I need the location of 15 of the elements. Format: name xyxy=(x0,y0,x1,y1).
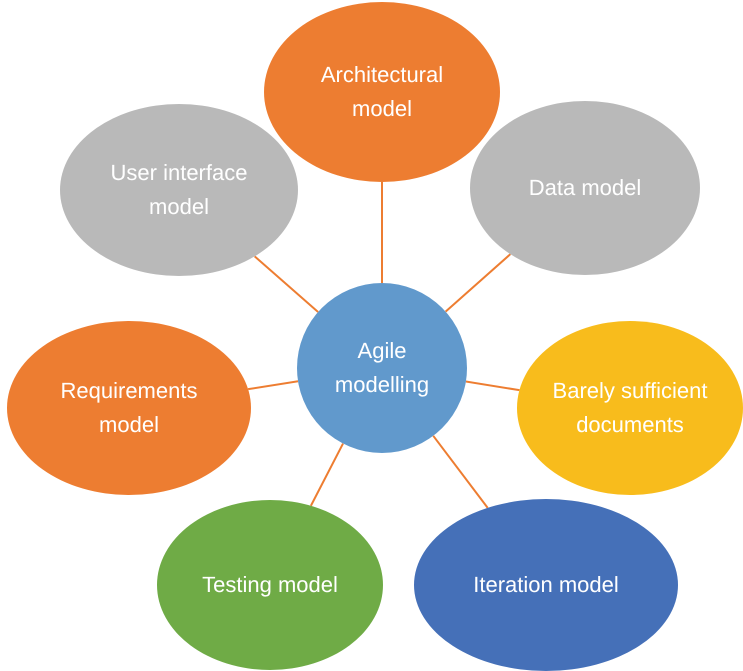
connector-line xyxy=(381,182,383,283)
connector-line xyxy=(254,256,319,313)
connector-line xyxy=(466,380,520,392)
node-label: Agile modelling xyxy=(334,336,430,399)
connector-line xyxy=(248,380,298,390)
node-label: Data model xyxy=(528,174,642,202)
connector-line xyxy=(432,435,488,508)
node-label: User interface model xyxy=(110,158,248,221)
node-label: Requirements model xyxy=(60,376,198,439)
node-label: Iteration model xyxy=(472,570,620,599)
node-label: Architectural model xyxy=(320,60,444,123)
node-label: Barely sufficient documents xyxy=(552,376,708,439)
node-label: Testing model xyxy=(201,570,339,599)
connector-line xyxy=(444,253,512,312)
connector-line xyxy=(310,443,344,506)
